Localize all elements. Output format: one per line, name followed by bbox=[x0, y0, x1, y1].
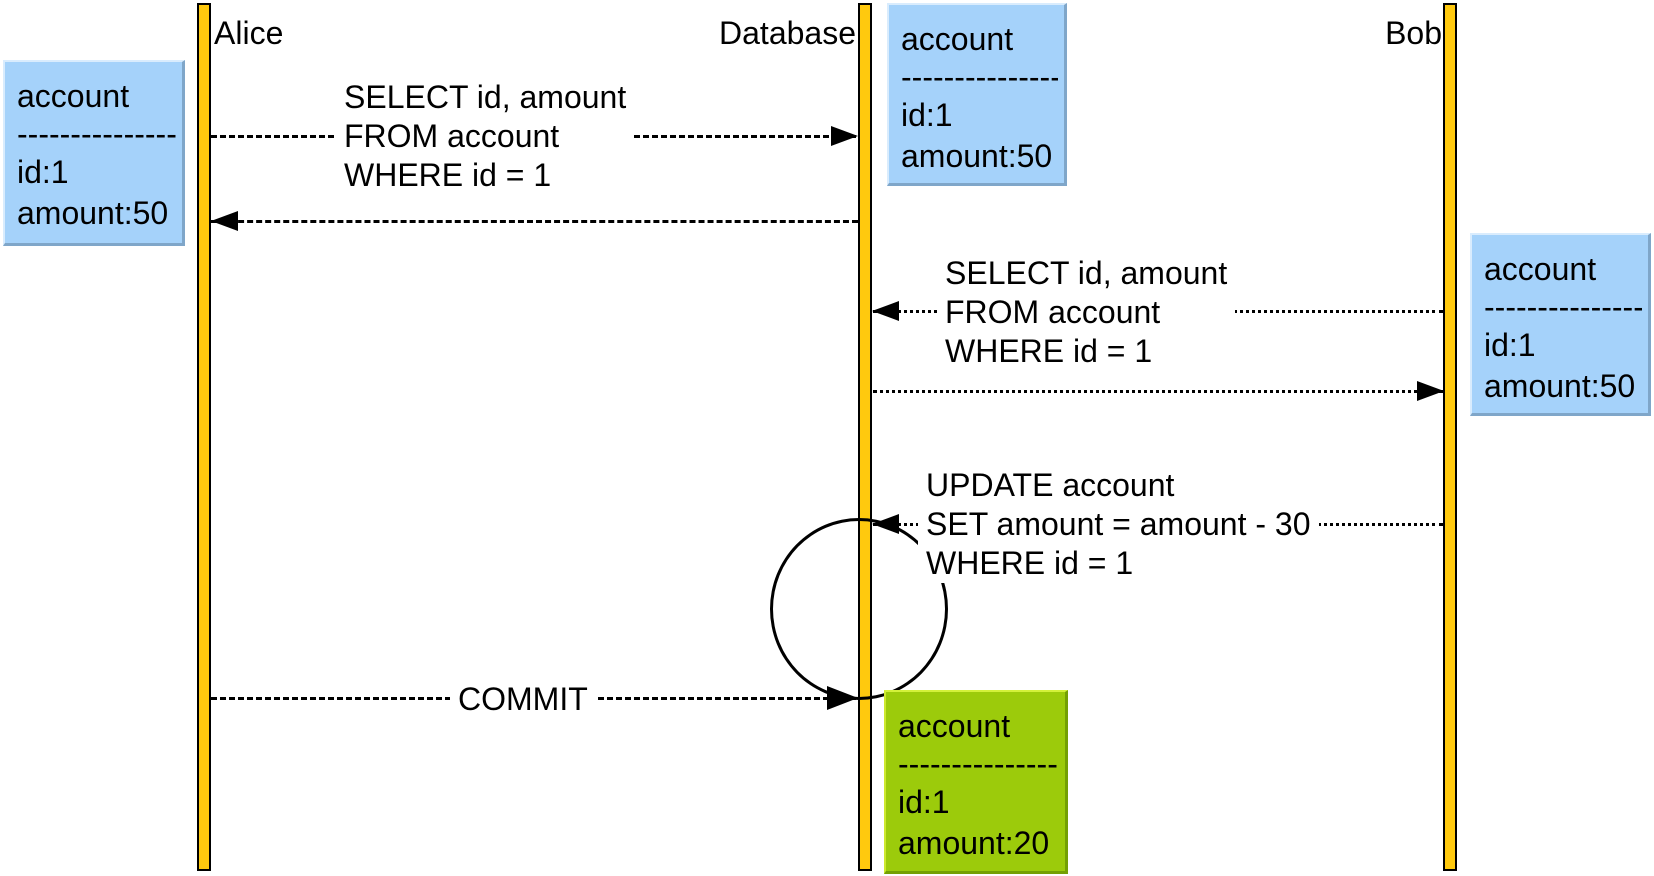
arrowhead-right-icon bbox=[1417, 381, 1444, 401]
note-row: amount:50 bbox=[17, 195, 169, 231]
lifeline-database bbox=[858, 3, 872, 871]
sql-line: COMMIT bbox=[458, 681, 588, 717]
note-row: id:1 bbox=[901, 97, 953, 133]
note-title: account bbox=[17, 78, 130, 114]
self-loop-circle bbox=[770, 518, 948, 700]
note-account-database-initial: account --------------- id:1 amount:50 bbox=[887, 3, 1067, 186]
sql-line: SET amount = amount - 30 bbox=[926, 506, 1311, 542]
sql-line: WHERE id = 1 bbox=[945, 333, 1153, 369]
arrowhead-left-icon bbox=[211, 211, 238, 231]
message-line-select-result-to-bob bbox=[873, 390, 1443, 393]
message-line-select-result-to-alice bbox=[211, 220, 858, 223]
note-separator: --------------- bbox=[898, 746, 1058, 782]
note-separator: --------------- bbox=[1484, 289, 1642, 325]
message-text-commit: COMMIT bbox=[450, 680, 596, 719]
note-separator: --------------- bbox=[901, 59, 1058, 95]
sql-line: FROM account bbox=[945, 294, 1161, 330]
participant-label-bob: Bob bbox=[1385, 15, 1442, 51]
participant-label-alice: Alice bbox=[214, 15, 284, 51]
note-title: account bbox=[901, 21, 1014, 57]
note-row: amount:50 bbox=[1484, 368, 1636, 404]
note-row: amount:50 bbox=[901, 138, 1053, 174]
message-text-alice-select: SELECT id, amount FROM account WHERE id … bbox=[336, 78, 635, 195]
sql-line: FROM account bbox=[344, 118, 560, 154]
sql-line: WHERE id = 1 bbox=[344, 157, 552, 193]
note-row: amount:20 bbox=[898, 825, 1050, 861]
note-separator: --------------- bbox=[17, 116, 176, 152]
arrowhead-right-icon bbox=[831, 126, 858, 146]
note-account-alice: account --------------- id:1 amount:50 bbox=[3, 60, 185, 246]
arrowhead-left-icon bbox=[872, 301, 899, 321]
note-row: id:1 bbox=[1484, 327, 1536, 363]
note-title: account bbox=[898, 708, 1011, 744]
sql-line: WHERE id = 1 bbox=[926, 545, 1134, 581]
message-text-bob-update: UPDATE account SET amount = amount - 30 … bbox=[918, 466, 1319, 583]
sql-line: SELECT id, amount bbox=[344, 79, 627, 115]
lifeline-alice bbox=[197, 3, 211, 871]
arrowhead-right-icon bbox=[827, 686, 858, 710]
note-row: id:1 bbox=[898, 784, 950, 820]
sql-line: UPDATE account bbox=[926, 467, 1175, 503]
lifeline-bob bbox=[1443, 3, 1457, 871]
note-row: id:1 bbox=[17, 154, 69, 190]
participant-label-database: Database bbox=[719, 15, 856, 51]
note-account-bob: account --------------- id:1 amount:50 bbox=[1470, 233, 1651, 416]
sql-line: SELECT id, amount bbox=[945, 255, 1228, 291]
note-title: account bbox=[1484, 251, 1597, 287]
message-text-bob-select: SELECT id, amount FROM account WHERE id … bbox=[937, 254, 1236, 371]
arrowhead-left-icon bbox=[872, 514, 899, 534]
note-account-database-after-commit: account --------------- id:1 amount:20 bbox=[884, 690, 1068, 874]
